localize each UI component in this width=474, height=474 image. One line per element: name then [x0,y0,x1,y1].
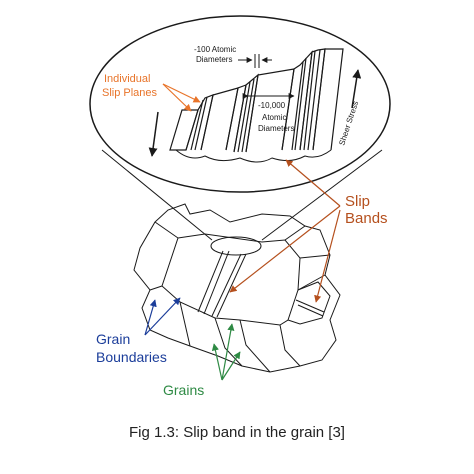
grains-arrow-1 [211,343,223,381]
individual-arrow-1 [162,83,201,103]
hundred-atomic-label-2: Diameters [196,55,232,64]
ten-thousand-label-3: Diameters [258,124,294,133]
individual-slip-planes-label-2: Slip Planes [102,87,158,99]
shear-arrow-up [351,69,362,109]
ten-thousand-label-2: Atomic [262,113,286,122]
figure-caption: Fig 1.3: Slip band in the grain [3] [129,424,345,441]
individual-slip-planes-label-1: Individual [104,73,150,85]
shear-arrow-down [148,111,159,157]
hundred-atomic-label-1: -100 Atomic [194,45,236,54]
slip-bands-arrow-1 [285,159,341,207]
grains-arrow-3 [221,351,241,381]
ten-thousand-label-1: -10,000 [258,101,286,110]
cone-line-left [101,149,213,241]
slip-bands-arrow-2 [229,205,341,293]
grains-label: Grains [163,382,204,398]
grain-boundaries-arrow-1 [144,299,157,336]
grain-cluster [133,203,341,373]
grain-boundaries-label-2: Boundaries [96,349,167,365]
grains-arrow-2 [221,323,235,381]
slip-bands-label-2: Bands [345,210,388,227]
grain-boundaries-arrow-2 [144,297,181,336]
individual-arrow-2 [162,83,192,112]
slip-steps [169,48,344,163]
cone-line-right [261,149,383,241]
grain-boundaries-label-1: Grain [96,331,130,347]
slip-bands-arrow-3 [314,209,341,303]
magnified-view-ellipse [89,15,391,193]
slip-bands-label-1: Slip [345,193,370,210]
